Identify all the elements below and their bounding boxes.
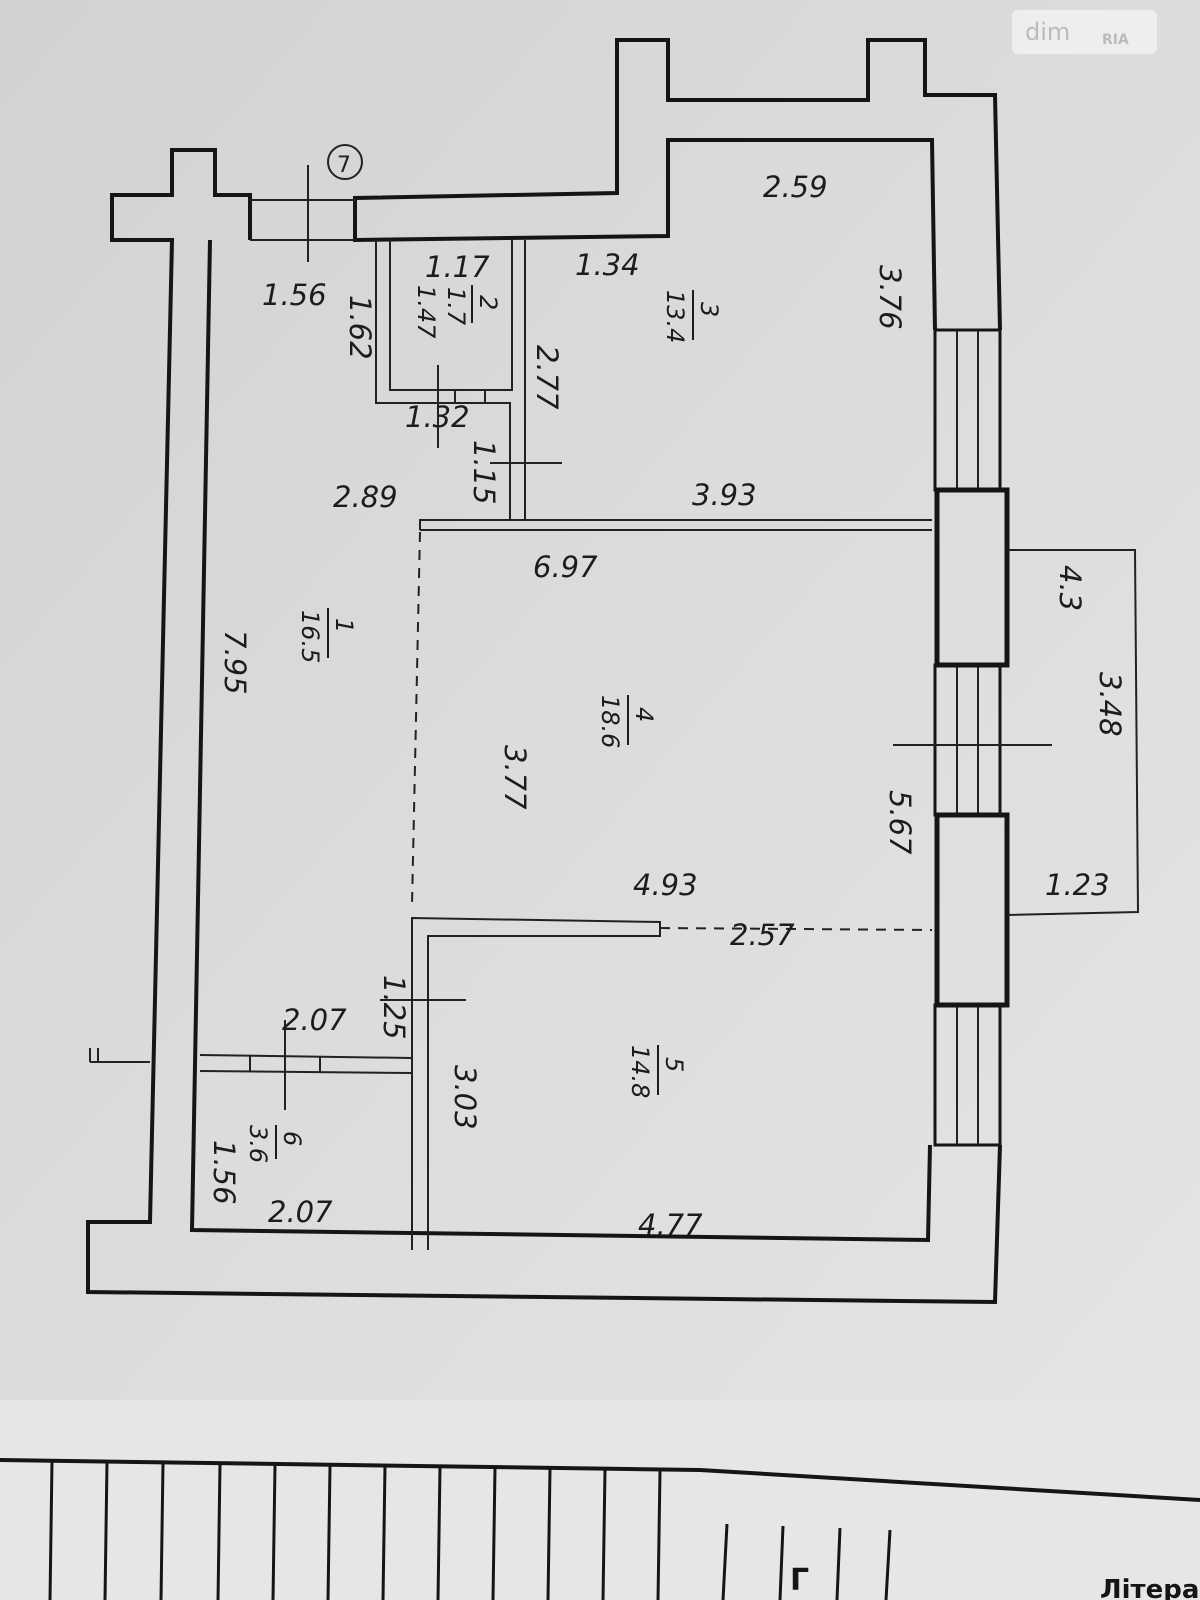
room-6-label: 6 3.6 [244, 1125, 306, 1163]
svg-text:7: 7 [337, 153, 351, 178]
dimension-label: 4.77 [638, 1208, 703, 1242]
room-5-label: 5 14.8 [626, 1045, 688, 1098]
dimension-label: 2.07 [282, 1003, 347, 1037]
dimension-label: 2.57 [730, 918, 795, 952]
dimension-label: 6.97 [533, 550, 598, 584]
dimension-label: 2.07 [268, 1195, 333, 1229]
walls [86, 38, 1140, 1305]
dimension-label: 1.23 [1045, 868, 1110, 902]
svg-text:13.4: 13.4 [661, 290, 689, 343]
svg-text:4: 4 [630, 707, 658, 722]
svg-text:RIA: RIA [1102, 32, 1129, 48]
dimension-label: 1.56 [207, 1140, 241, 1205]
dimension-label: 1.62 [343, 295, 377, 360]
second-sheet [0, 1400, 1200, 1600]
dimension-label: 3.48 [1093, 672, 1127, 737]
title-block-label: Літера [1100, 1575, 1199, 1600]
svg-text:5: 5 [660, 1057, 688, 1072]
dimension-label: 1.15 [467, 440, 501, 505]
room-3-label: 3 13.4 [661, 290, 723, 343]
dimension-label: 2.89 [333, 480, 398, 514]
room-2-label: 2 1.7 1.47 [412, 285, 502, 339]
dimension-labels: 2.59 1.34 3.76 1.17 1.56 1.62 2.77 1.32 … [207, 170, 1127, 1242]
dimension-label: 1.25 [377, 975, 411, 1040]
svg-text:1.7: 1.7 [442, 287, 470, 326]
pier-upper [934, 487, 1010, 668]
svg-text:6: 6 [278, 1131, 306, 1146]
dimension-label: 3.77 [498, 745, 532, 810]
dimension-label: 4.93 [633, 868, 698, 902]
svg-text:3: 3 [695, 302, 723, 317]
dimension-label: 7.95 [218, 630, 252, 695]
axis-marker: 7 [327, 144, 363, 180]
svg-text:2: 2 [474, 295, 502, 310]
svg-text:14.8: 14.8 [626, 1045, 654, 1098]
svg-text:dim: dim [1025, 18, 1070, 46]
title-block-cell-letter: Г [790, 1563, 809, 1598]
room-1-label: 1 16.5 [296, 608, 358, 663]
title-block: Г Літера [0, 1458, 1200, 1600]
dimension-label: 3.76 [873, 265, 907, 330]
dimension-label: 4.3 [1053, 565, 1087, 611]
dimension-label: 5.67 [883, 790, 917, 855]
svg-text:16.5: 16.5 [296, 610, 324, 663]
dimension-label: 2.59 [763, 170, 828, 204]
dimension-label: 1.32 [405, 400, 470, 434]
balcony [1006, 549, 1140, 916]
room-4-label: 4 18.6 [596, 695, 658, 748]
svg-text:3.6: 3.6 [244, 1125, 272, 1163]
dimension-label: 3.03 [448, 1065, 482, 1130]
svg-text:1: 1 [330, 618, 358, 633]
watermark-logo: dim RIA [1012, 10, 1157, 54]
pier-lower [934, 812, 1010, 1008]
dimension-label: 1.56 [262, 278, 327, 312]
dimension-label: 1.34 [575, 248, 640, 282]
dimension-label: 1.17 [425, 250, 490, 284]
dimension-label: 2.77 [530, 345, 564, 410]
svg-text:1.47: 1.47 [412, 285, 440, 339]
svg-text:18.6: 18.6 [596, 695, 624, 748]
dimension-label: 3.93 [692, 478, 757, 512]
